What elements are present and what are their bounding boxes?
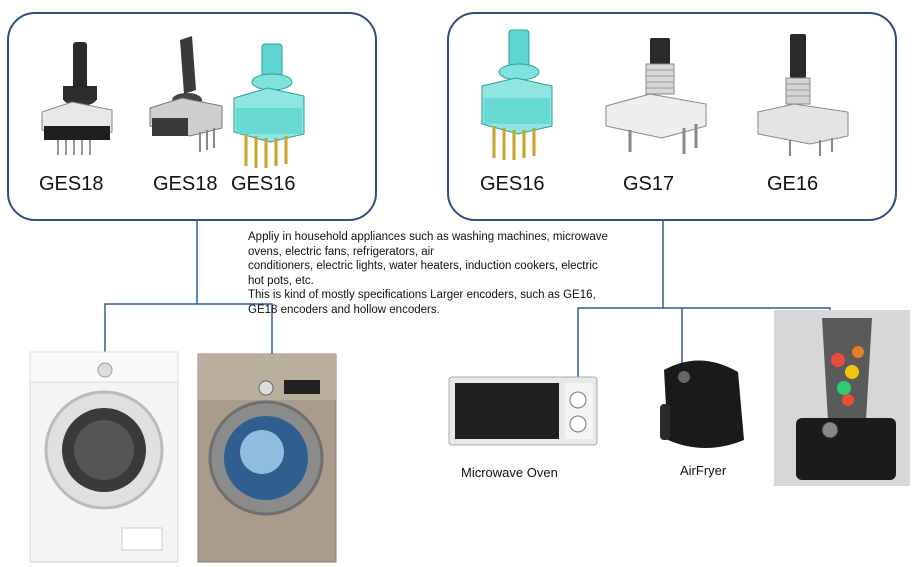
blender-icon — [774, 310, 910, 486]
label-ges16-2: GES16 — [480, 173, 545, 195]
encoder-ges18-black-icon — [41, 42, 113, 155]
label-ges18-2: GES18 — [153, 173, 218, 195]
application-description: Appliy in household appliances such as w… — [248, 231, 608, 316]
label-airfryer: AirFryer — [680, 463, 727, 478]
label-microwave-oven: Microwave Oven — [461, 465, 558, 480]
label-gs17: GS17 — [623, 173, 675, 195]
encoder-ges16-teal-icon — [233, 43, 305, 168]
washing-machine-gold-icon — [197, 353, 337, 563]
label-ges16-1: GES16 — [231, 173, 296, 195]
connector-left — [104, 219, 198, 370]
encoder-ges16-teal-right-icon — [481, 29, 553, 160]
microwave-oven-icon — [448, 376, 598, 446]
label-ges18-1: GES18 — [39, 173, 104, 195]
connector-right — [577, 219, 664, 392]
encoder-gs17-icon — [605, 38, 707, 154]
encoder-ges18-grey-icon — [149, 36, 223, 152]
encoder-ge16-icon — [757, 34, 849, 156]
label-ge16: GE16 — [767, 173, 819, 195]
airfryer-icon — [660, 360, 744, 448]
washing-machine-white-icon — [29, 351, 179, 563]
